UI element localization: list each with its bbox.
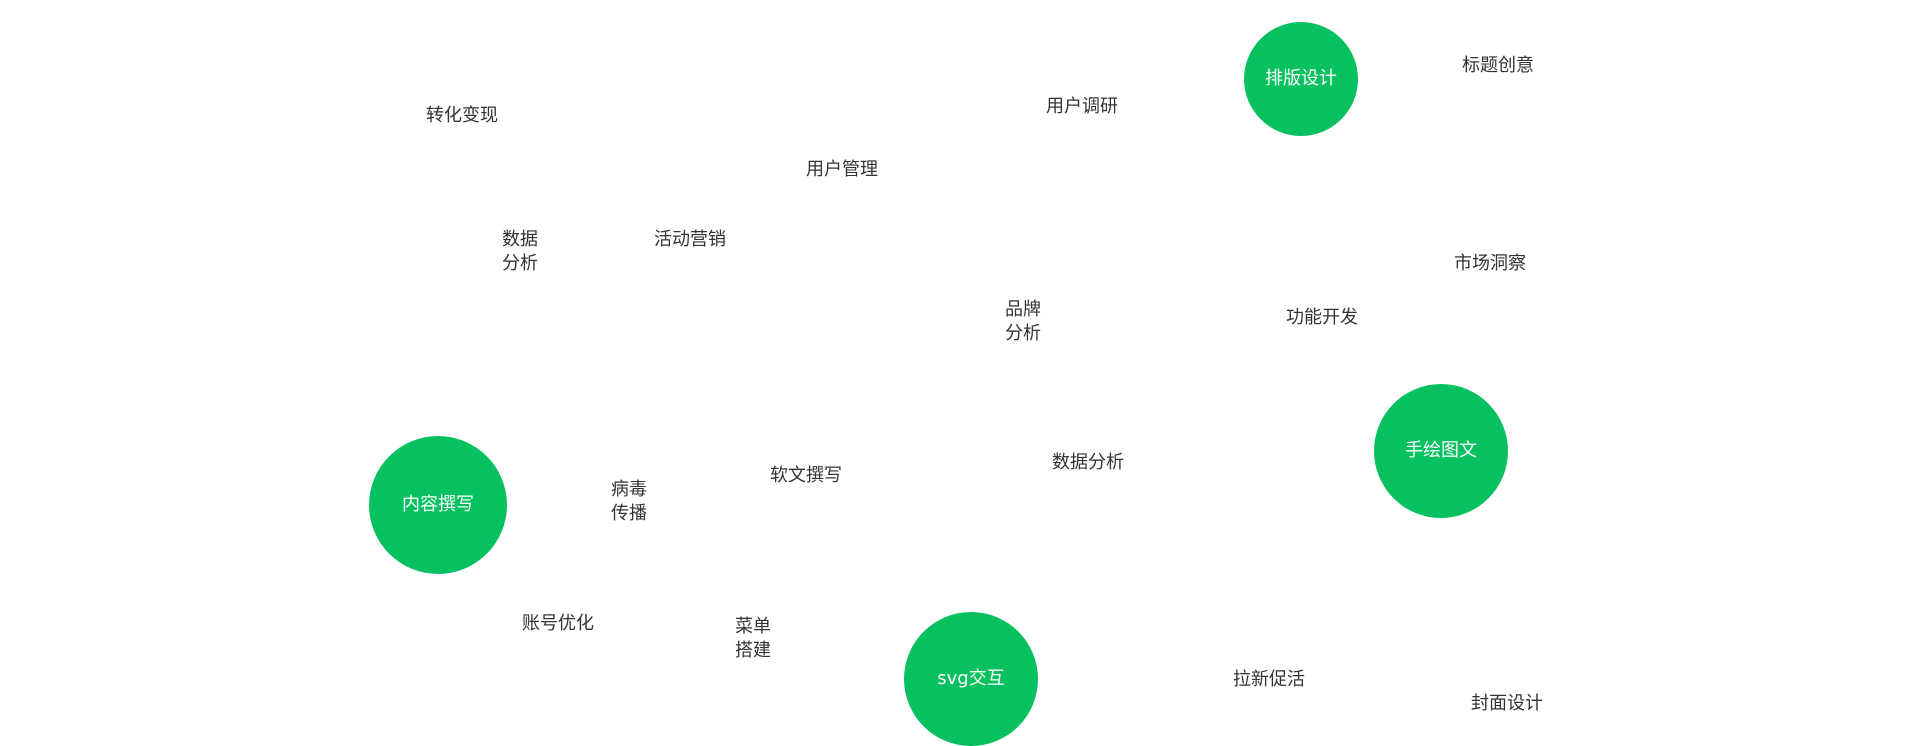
tag-user-management[interactable]: 用户管理: [806, 159, 878, 180]
tag-account-optimization[interactable]: 账号优化: [522, 613, 594, 634]
tag-user-research[interactable]: 用户调研: [1046, 96, 1118, 117]
tag-title-creative[interactable]: 标题创意: [1462, 55, 1534, 76]
tag-conversion[interactable]: 转化变现: [426, 105, 498, 126]
bubble-content-writing[interactable]: 内容撰写: [369, 436, 507, 574]
tag-brand-analysis[interactable]: 品牌 分析: [1005, 299, 1041, 344]
tag-data-analysis[interactable]: 数据分析: [1052, 452, 1124, 473]
tag-advertorial-writing[interactable]: 软文撰写: [770, 465, 842, 486]
tag-feature-development[interactable]: 功能开发: [1286, 307, 1358, 328]
bubble-layout-design[interactable]: 排版设计: [1244, 22, 1358, 136]
bubble-label: 排版设计: [1265, 68, 1337, 90]
tag-user-acquisition[interactable]: 拉新促活: [1233, 669, 1305, 690]
bubble-label: svg交互: [937, 668, 1005, 690]
tag-menu-setup[interactable]: 菜单 搭建: [735, 616, 771, 661]
tag-cover-design[interactable]: 封面设计: [1471, 693, 1543, 714]
tag-data-analysis-stacked[interactable]: 数据 分析: [502, 229, 538, 274]
tag-market-insight[interactable]: 市场洞察: [1454, 253, 1526, 274]
bubble-label: 手绘图文: [1405, 440, 1477, 462]
tag-event-marketing[interactable]: 活动营销: [654, 229, 726, 250]
bubble-svg-interaction[interactable]: svg交互: [904, 612, 1038, 746]
tag-viral-spread[interactable]: 病毒 传播: [611, 479, 647, 524]
bubble-hand-drawn[interactable]: 手绘图文: [1374, 384, 1508, 518]
bubble-label: 内容撰写: [402, 494, 474, 516]
